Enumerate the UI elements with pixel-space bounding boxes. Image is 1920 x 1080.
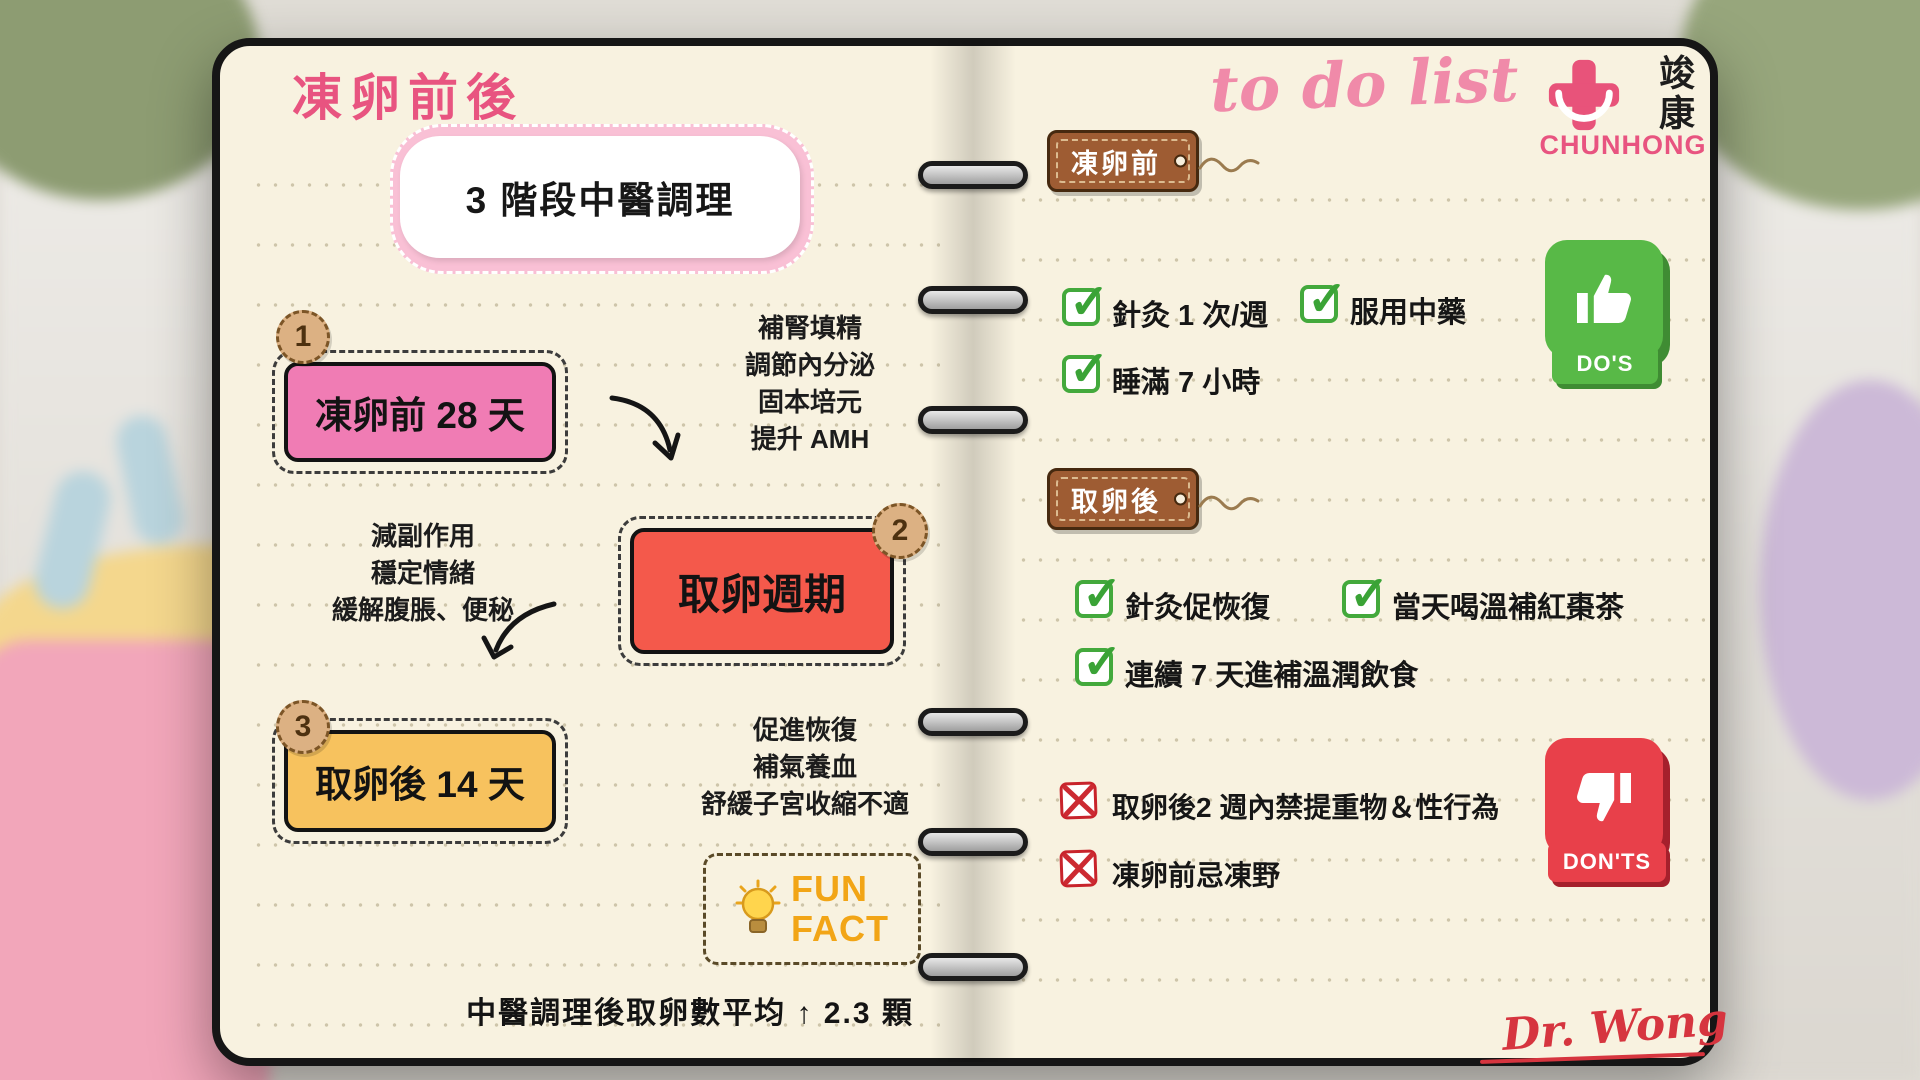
dont-item: 凍卵前忌凍野 xyxy=(1112,860,1281,891)
page-title: 凍卵前後 xyxy=(292,70,524,126)
stage-1-notes: 補腎填精 調節內分泌 固本培元 提升 AMH xyxy=(700,310,920,458)
do-item: 當天喝溫補紅棗茶 xyxy=(1392,592,1625,624)
curved-arrow-down-left-icon xyxy=(481,601,557,660)
tag-hole xyxy=(1174,154,1187,168)
check-icon xyxy=(1062,274,1109,330)
note-line: 舒緩子宮收縮不適 xyxy=(700,789,909,819)
tag-hole xyxy=(1174,492,1187,506)
badge-text: 3 階段中醫調理 xyxy=(400,136,800,258)
note-line: 減副作用 xyxy=(370,521,475,551)
donts-badge xyxy=(1545,738,1663,856)
binder-ring xyxy=(918,161,1028,189)
curved-arrow-down-right-icon xyxy=(609,395,681,461)
donts-badge-label: DON'TS xyxy=(1548,842,1666,882)
check-icon xyxy=(1062,341,1109,397)
lightbulb-icon xyxy=(735,879,781,933)
stage-3-number: 3 xyxy=(276,700,330,754)
binder-ring xyxy=(918,953,1028,981)
note-line: 提升 AMH xyxy=(750,424,870,454)
clinic-name-english: CHUNHONG xyxy=(1539,130,1707,160)
stage-3-box: 取卵後 14 天 xyxy=(272,718,568,844)
fun-fact-text: FUN FACT xyxy=(791,869,889,949)
tag-label: 凍卵前 xyxy=(1071,148,1161,179)
tag-before-freezing: 凍卵前 xyxy=(1047,130,1199,192)
clinic-name-chinese: 竣康 xyxy=(1654,54,1695,134)
headline-badge: 3 階段中醫調理 xyxy=(390,124,814,274)
stage-1-box: 凍卵前 28 天 xyxy=(272,350,568,474)
dos-badge xyxy=(1545,240,1663,358)
todo-list-title: to do list xyxy=(1208,42,1520,127)
stage-1-number: 1 xyxy=(276,310,330,364)
binder-ring xyxy=(918,286,1028,314)
note-line: 調節內分泌 xyxy=(744,350,875,380)
do-item: 連續 7 天進補溫潤飲食 xyxy=(1125,660,1419,692)
thumbs-down-icon xyxy=(1577,773,1631,822)
tag-after-retrieval: 取卵後 xyxy=(1047,468,1199,530)
medical-cross-icon xyxy=(1548,59,1620,131)
check-icon xyxy=(1075,566,1122,622)
fun-fact-line: FACT xyxy=(791,908,889,949)
stage-3-label: 取卵後 14 天 xyxy=(284,730,556,832)
binder-ring xyxy=(918,828,1028,856)
do-item: 針灸 1 次/週 xyxy=(1112,300,1269,332)
fun-fact-line: FUN xyxy=(791,868,868,909)
dont-item: 取卵後2 週內禁提重物＆性行為 xyxy=(1112,792,1500,823)
tag-string-icon xyxy=(1198,495,1260,511)
check-icon xyxy=(1300,271,1347,327)
note-line: 緩解腹脹、便秘 xyxy=(331,595,514,625)
note-line: 穩定情緒 xyxy=(370,558,475,588)
binder-ring xyxy=(918,406,1028,434)
do-item: 服用中藥 xyxy=(1350,297,1467,329)
stage-2-label: 取卵週期 xyxy=(630,528,894,654)
tag-label: 取卵後 xyxy=(1071,486,1161,517)
do-item: 睡滿 7 小時 xyxy=(1112,367,1261,399)
note-line: 補氣養血 xyxy=(752,752,857,782)
do-item: 針灸促恢復 xyxy=(1125,592,1271,624)
check-icon xyxy=(1075,634,1122,690)
x-icon xyxy=(1059,849,1098,888)
thumbs-up-icon xyxy=(1577,274,1631,323)
fun-fact-callout: FUN FACT xyxy=(703,853,921,965)
check-icon xyxy=(1342,566,1389,622)
note-line: 固本培元 xyxy=(757,387,862,417)
stage-1-label: 凍卵前 28 天 xyxy=(284,362,556,462)
stage-3-notes: 促進恢復 補氣養血 舒緩子宮收縮不適 xyxy=(650,712,960,823)
tag-string-icon xyxy=(1198,157,1260,173)
notebook-spine xyxy=(930,40,1016,1062)
note-line: 促進恢復 xyxy=(752,715,857,745)
dos-badge-label: DO'S xyxy=(1552,344,1658,384)
statistic-footnote: 中醫調理後取卵數平均 ↑ 2.3 顆 xyxy=(466,997,914,1030)
stage-2-notes: 減副作用 穩定情緒 緩解腹脹、便秘 xyxy=(318,518,528,629)
binder-ring xyxy=(918,708,1028,736)
stage-2-box: 取卵週期 xyxy=(618,516,906,666)
x-icon xyxy=(1059,781,1098,820)
stage-2-number: 2 xyxy=(872,503,928,559)
note-line: 補腎填精 xyxy=(757,313,862,343)
